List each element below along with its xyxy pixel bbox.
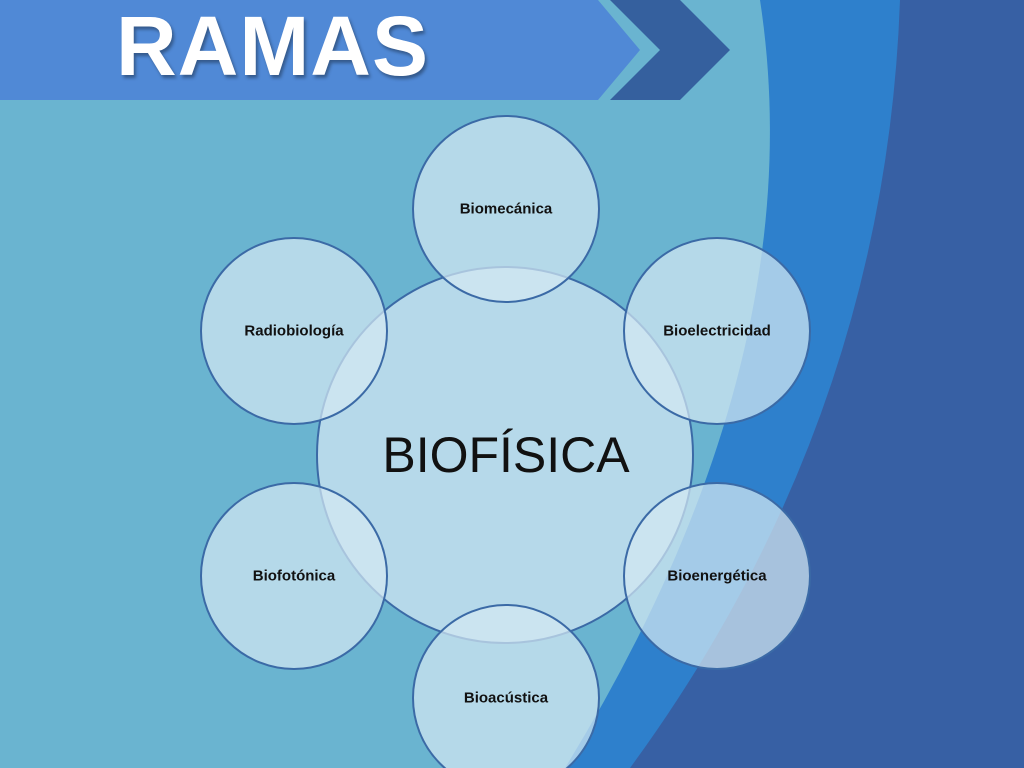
branch-circle-biomecanica bbox=[412, 115, 600, 303]
branch-circle-biofotonica bbox=[200, 482, 388, 670]
branch-label: Bioenergética bbox=[667, 567, 767, 585]
branch-label: Radiobiología bbox=[244, 322, 344, 340]
branch-circle-bioenergetica bbox=[623, 482, 811, 670]
branch-label: Bioelectricidad bbox=[663, 322, 771, 340]
branch-circle-bioelectricidad bbox=[623, 237, 811, 425]
branch-label: Biofotónica bbox=[252, 567, 336, 585]
center-label: BIOFÍSICA bbox=[382, 427, 630, 483]
branch-label: Bioacústica bbox=[463, 689, 549, 707]
slide-title: RAMAS bbox=[116, 0, 429, 93]
chevron-icon bbox=[610, 0, 730, 100]
branch-label: Biomecánica bbox=[459, 200, 553, 218]
title-banner bbox=[0, 0, 640, 100]
branch-circle-radiobiologia bbox=[200, 237, 388, 425]
branch-circle-bioacustica bbox=[412, 604, 600, 768]
